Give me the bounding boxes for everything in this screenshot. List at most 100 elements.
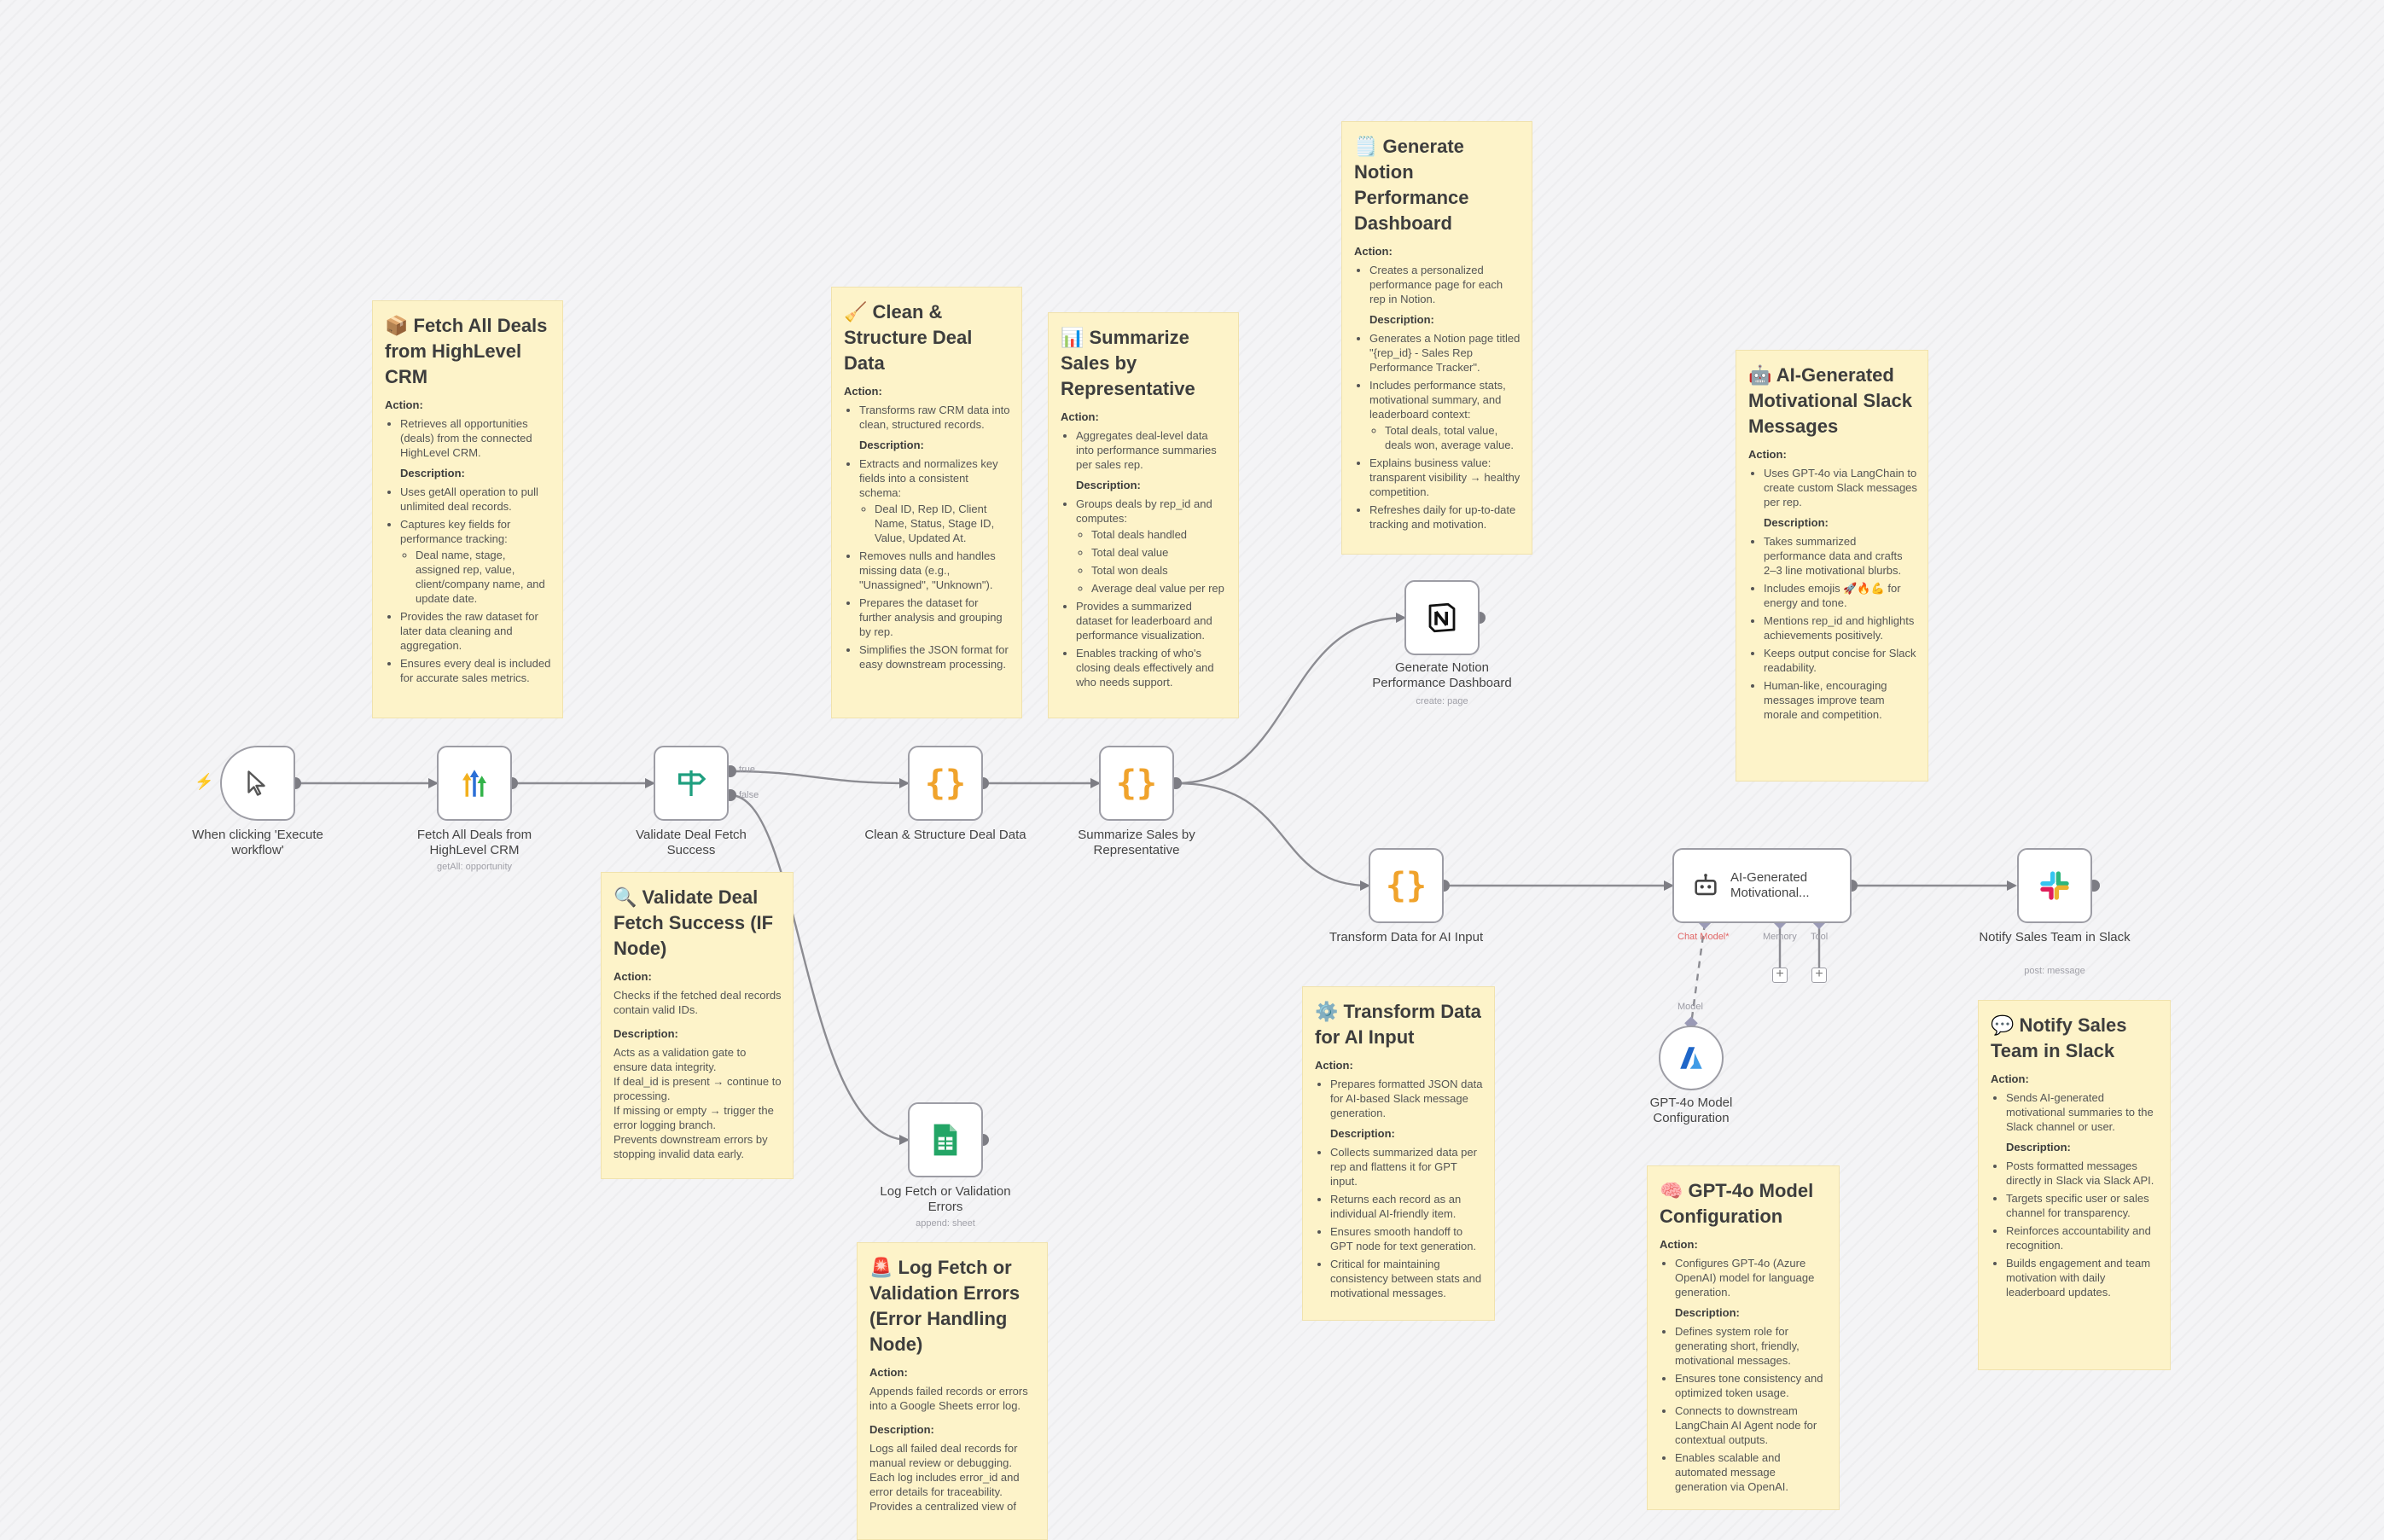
note-subitem: Average deal value per rep [1091, 581, 1228, 596]
node-summarize[interactable]: {} [1099, 746, 1174, 821]
note-action-label: Action: [613, 970, 652, 983]
note-subitem: Total deals, total value, deals won, ave… [1385, 423, 1521, 452]
note-title: ⚙️ Transform Data for AI Input [1315, 1001, 1481, 1048]
note-desc-label: Description: [1076, 479, 1141, 491]
note-title: 📊 Summarize Sales by Representative [1061, 327, 1195, 399]
note-slack[interactable]: 💬 Notify Sales Team in Slack Action: Sen… [1978, 1000, 2171, 1370]
note-ai-messages[interactable]: 🤖 AI-Generated Motivational Slack Messag… [1736, 350, 1928, 782]
note-fetch-deals[interactable]: 📦 Fetch All Deals from HighLevel CRM Act… [372, 300, 563, 718]
note-action-label: Action: [1061, 410, 1099, 423]
note-title: 🗒️ Generate Notion Performance Dashboard [1354, 136, 1469, 234]
node-label: Generate Notion Performance Dashboard [1372, 660, 1512, 690]
note-action-label: Action: [1354, 245, 1393, 258]
note-action-label: Action: [385, 398, 423, 411]
add-tool-button[interactable]: + [1811, 968, 1827, 983]
note-item: Aggregates deal-level data into performa… [1076, 428, 1228, 472]
note-item: Posts formatted messages directly in Sla… [2006, 1159, 2160, 1188]
note-item: Keeps output concise for Slack readabili… [1764, 646, 1917, 675]
note-item: Uses GPT-4o via LangChain to create cust… [1764, 466, 1917, 509]
robot-icon [1695, 874, 1717, 896]
node-label: Log Fetch or Validation Errors [880, 1184, 1011, 1214]
note-clean-structure[interactable]: 🧹 Clean & Structure Deal Data Action: Tr… [831, 287, 1022, 718]
note-item: Uses getAll operation to pull unlimited … [400, 485, 552, 514]
connection-validate-clean [730, 770, 909, 785]
memory-port-label: Memory [1763, 932, 1797, 942]
note-item: Ensures tone consistency and optimized t… [1675, 1371, 1829, 1400]
model-port-label: Model [1678, 1002, 1703, 1012]
note-item: Ensures smooth handoff to GPT node for t… [1330, 1224, 1484, 1253]
node-fetch-deals[interactable] [437, 746, 512, 821]
note-log-errors[interactable]: 🚨 Log Fetch or Validation Errors (Error … [857, 1242, 1048, 1540]
node-slack[interactable] [2017, 848, 2092, 923]
node-transform[interactable]: {} [1369, 848, 1444, 923]
note-item: Collects summarized data per rep and fla… [1330, 1145, 1484, 1188]
note-notion-dashboard[interactable]: 🗒️ Generate Notion Performance Dashboard… [1341, 121, 1532, 555]
signpost-icon [678, 770, 706, 796]
note-text: Provides a centralized view of [869, 1500, 1016, 1513]
note-item: Removes nulls and handles missing data (… [859, 549, 1011, 592]
note-item: Simplifies the JSON format for easy down… [859, 642, 1011, 671]
note-item: Prepares the dataset for further analysi… [859, 596, 1011, 639]
note-item: Takes summarized performance data and cr… [1764, 534, 1917, 578]
note-item: Mentions rep_id and highlights achieveme… [1764, 613, 1917, 642]
note-action-label: Action: [869, 1366, 908, 1379]
node-ai-agent[interactable]: AI-Generated Motivational... [1672, 848, 1852, 923]
node-label: Fetch All Deals from HighLevel CRM [416, 828, 532, 857]
note-item: Human-like, encouraging messages improve… [1764, 678, 1917, 722]
note-desc-label: Description: [859, 439, 924, 451]
note-subitem: Total won deals [1091, 563, 1228, 578]
node-label: Summarize Sales by Representative [1078, 828, 1195, 857]
node-log-errors[interactable] [908, 1102, 983, 1177]
note-title: 💬 Notify Sales Team in Slack [1991, 1014, 2127, 1061]
note-item: Groups deals by rep_id and computes: Tot… [1076, 497, 1228, 596]
note-item: Ensures every deal is included for accur… [400, 656, 552, 685]
node-gpt-model[interactable] [1659, 1026, 1724, 1090]
node-clean-structure[interactable]: {} [908, 746, 983, 821]
node-subtitle: append: sheet [916, 1218, 975, 1229]
note-title: 📦 Fetch All Deals from HighLevel CRM [385, 315, 548, 387]
node-validate-if[interactable] [654, 746, 729, 821]
note-item: Builds engagement and team motivation wi… [2006, 1256, 2160, 1299]
note-item: Returns each record as an individual AI-… [1330, 1192, 1484, 1221]
note-summarize[interactable]: 📊 Summarize Sales by Representative Acti… [1048, 312, 1239, 718]
note-item: Retrieves all opportunities (deals) from… [400, 416, 552, 460]
add-memory-button[interactable]: + [1772, 968, 1788, 983]
node-label: GPT-4o Model Configuration [1649, 1095, 1733, 1125]
note-item: Transforms raw CRM data into clean, stru… [859, 403, 1011, 432]
note-transform[interactable]: ⚙️ Transform Data for AI Input Action: P… [1302, 986, 1495, 1321]
node-subtitle: post: message [2024, 966, 2085, 976]
node-subtitle: getAll: opportunity [436, 862, 513, 872]
note-item: Refreshes daily for up-to-date tracking … [1369, 503, 1521, 532]
note-item: Explains business value: transparent vis… [1369, 456, 1521, 499]
note-action-label: Action: [1748, 448, 1787, 461]
note-subitem: Deal ID, Rep ID, Client Name, Status, St… [875, 502, 1011, 545]
note-action-label: Action: [1315, 1059, 1353, 1072]
node-notion-dashboard[interactable] [1404, 580, 1480, 655]
note-item: Connects to downstream LangChain AI Agen… [1675, 1403, 1829, 1447]
note-item: Provides the raw dataset for later data … [400, 609, 552, 653]
note-action-label: Action: [1660, 1238, 1698, 1251]
note-subitem: Deal name, stage, assigned rep, value, c… [416, 548, 552, 606]
note-desc-label: Description: [613, 1027, 678, 1040]
node-manual-trigger[interactable] [220, 746, 295, 821]
note-text: Each log includes error_id and error det… [869, 1471, 1020, 1498]
braces-icon: {} [1115, 764, 1158, 803]
slack-icon [2040, 871, 2069, 900]
note-item: Sends AI-generated motivational summarie… [2006, 1090, 2160, 1134]
true-output-label: true [739, 764, 755, 775]
note-gpt-config[interactable]: 🧠 GPT-4o Model Configuration Action: Con… [1647, 1165, 1840, 1510]
note-item: Provides a summarized dataset for leader… [1076, 599, 1228, 642]
braces-icon: {} [1385, 866, 1427, 905]
note-validate[interactable]: 🔍 Validate Deal Fetch Success (IF Node) … [601, 872, 794, 1179]
note-text: Acts as a validation gate to ensure data… [613, 1046, 747, 1073]
node-label: Clean & Structure Deal Data [864, 828, 1026, 842]
note-item: Targets specific user or sales channel f… [2006, 1191, 2160, 1220]
note-text: Prevents downstream errors by stopping i… [613, 1133, 768, 1160]
note-title: 🔍 Validate Deal Fetch Success (IF Node) [613, 886, 774, 959]
note-subitem: Total deals handled [1091, 527, 1228, 542]
note-title: 🚨 Log Fetch or Validation Errors (Error … [869, 1257, 1020, 1355]
note-item: Extracts and normalizes key fields into … [859, 456, 1011, 545]
highlevel-icon [462, 770, 486, 797]
cursor-icon [247, 770, 265, 796]
